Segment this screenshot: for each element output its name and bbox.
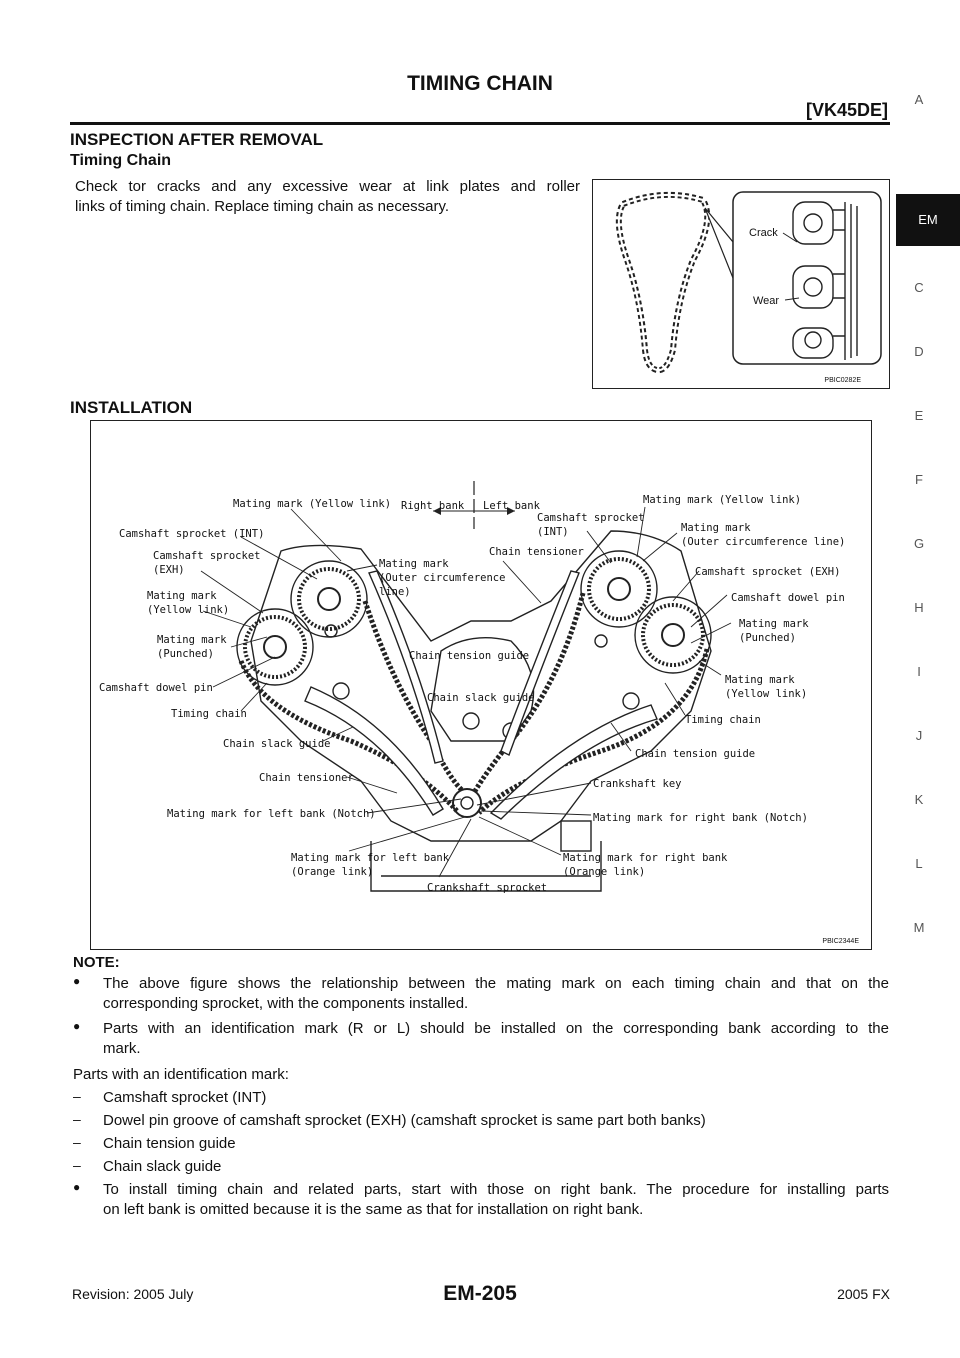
label-left-mm-yellow-2: (Yellow link) — [147, 604, 229, 616]
side-tab-c[interactable]: C — [914, 280, 924, 295]
side-tab-i[interactable]: I — [917, 664, 921, 679]
crack-label: Crack — [749, 227, 778, 239]
footer-revision: Revision: 2005 July — [72, 1286, 194, 1302]
label-left-cam-exh-2: (EXH) — [153, 564, 185, 576]
timing-chain-installation-diagram: Right bank Left bank — [99, 481, 859, 945]
label-left-orange-1: Mating mark for left bank — [291, 852, 450, 864]
label-crank-sprocket: Crankshaft sprocket — [427, 882, 547, 894]
label-right-notch: Mating mark for right bank (Notch) — [593, 812, 808, 824]
part-item-4-text: Chain slack guide — [103, 1158, 222, 1175]
label-right-mm-outer-2: (Outer circumference line) — [681, 536, 845, 548]
note-bullet-2-line2: mark. — [103, 1040, 141, 1057]
side-tab-l[interactable]: L — [915, 856, 923, 871]
part-item-2: – Dowel pin groove of camshaft sprocket … — [73, 1111, 889, 1133]
label-right-cam-exh: Camshaft sprocket (EXH) — [695, 566, 840, 578]
section-heading-inspection: INSPECTION AFTER REMOVAL — [70, 130, 324, 149]
label-left-tensioner: Chain tensioner — [259, 772, 354, 784]
figure2-code: PBIC2344E — [822, 938, 859, 945]
wear-label: Wear — [753, 295, 779, 307]
note-bullet-2-line1: Parts with an identification mark (R or … — [103, 1020, 889, 1037]
final-bullet-line2: on left bank is omitted because it is th… — [103, 1201, 644, 1218]
label-left-mm-punched-1: Mating mark — [157, 634, 227, 646]
section-heading-installation: INSTALLATION — [70, 398, 193, 417]
side-tab-f[interactable]: F — [915, 472, 923, 487]
part-item-4: – Chain slack guide — [73, 1157, 889, 1179]
header-rule — [70, 122, 890, 125]
label-left-timing-chain: Timing chain — [171, 708, 247, 720]
label-left-orange-2: (Orange link) — [291, 866, 373, 878]
label-center-slack-guide: Chain slack guide — [427, 692, 534, 704]
note-bullet-2: ● Parts with an identification mark (R o… — [73, 1019, 889, 1061]
note-bullet-1-line1: The above figure shows the relationship … — [103, 975, 889, 992]
label-right-tension-guide: Chain tension guide — [635, 748, 755, 760]
label-left-slack-guide: Chain slack guide — [223, 738, 330, 750]
side-tab-j[interactable]: J — [915, 728, 923, 743]
left-bank-label: Left bank — [483, 500, 541, 512]
label-right-orange-2: (Orange link) — [563, 866, 645, 878]
label-center-mm-outer-3: line) — [379, 586, 411, 598]
label-left-mm-punched-2: (Punched) — [157, 648, 214, 660]
label-right-dowel: Camshaft dowel pin — [731, 592, 845, 604]
label-right-cam-int-2: (INT) — [537, 526, 569, 538]
side-tab-h[interactable]: H — [914, 600, 924, 615]
timing-chain-illustration: Crack Wear PBIC0282E — [615, 191, 882, 384]
bullet-icon: ● — [73, 974, 81, 988]
side-tab-a[interactable]: A — [914, 92, 924, 107]
label-right-mating-yellow: Mating mark (Yellow link) — [643, 494, 801, 506]
engine-code: [VK45DE] — [805, 100, 888, 120]
side-tab-e[interactable]: E — [914, 408, 924, 423]
part-item-3-text: Chain tension guide — [103, 1135, 236, 1152]
inspection-text-line1: Check tor cracks and any excessive wear … — [75, 178, 580, 195]
label-crank-key: Crankshaft key — [593, 778, 682, 790]
label-left-cam-int: Camshaft sprocket (INT) — [119, 528, 264, 540]
note-bullet-1: ● The above figure shows the relationshi… — [73, 974, 889, 1016]
part-item-1-text: Camshaft sprocket (INT) — [103, 1089, 267, 1106]
label-right-mm-punched-2: (Punched) — [739, 632, 796, 644]
final-bullet: ● To install timing chain and related pa… — [73, 1180, 889, 1222]
label-center-mm-outer-2: (Outer circumference — [379, 572, 505, 584]
part-item-2-text: Dowel pin groove of camshaft sprocket (E… — [103, 1112, 706, 1129]
part-item-1: – Camshaft sprocket (INT) — [73, 1088, 889, 1110]
page-title: TIMING CHAIN — [407, 72, 553, 95]
footer-page-code: EM-205 — [443, 1282, 517, 1305]
installation-figure: Right bank Left bank — [90, 420, 872, 950]
label-left-cam-exh-1: Camshaft sprocket — [153, 550, 260, 562]
side-tab-k[interactable]: K — [914, 792, 924, 807]
label-right-cam-int-1: Camshaft sprocket — [537, 512, 644, 524]
parts-intro: Parts with an identification mark: — [73, 1066, 289, 1083]
dash-icon: – — [73, 1134, 81, 1150]
label-left-mating-yellow: Mating mark (Yellow link) — [233, 498, 391, 510]
label-right-mm-yellow-2: (Yellow link) — [725, 688, 807, 700]
right-bank-label: Right bank — [401, 500, 465, 512]
label-right-mm-yellow-1: Mating mark — [725, 674, 795, 686]
side-tab-g[interactable]: G — [913, 536, 925, 551]
label-left-notch: Mating mark for left bank (Notch) — [167, 808, 376, 820]
label-right-mm-outer-1: Mating mark — [681, 522, 751, 534]
side-tab-em-active[interactable]: EM — [896, 194, 960, 246]
dash-icon: – — [73, 1088, 81, 1104]
figure1-code: PBIC0282E — [824, 377, 861, 384]
note-bullet-1-line2: corresponding sprocket, with the compone… — [103, 995, 469, 1012]
bullet-icon: ● — [73, 1019, 81, 1033]
label-right-mm-punched-1: Mating mark — [739, 618, 809, 630]
label-left-mm-yellow-1: Mating mark — [147, 590, 217, 602]
bullet-icon: ● — [73, 1180, 81, 1194]
label-left-dowel: Camshaft dowel pin — [99, 682, 213, 694]
side-tab-m[interactable]: M — [913, 920, 925, 935]
subheading-timing-chain: Timing Chain — [70, 152, 172, 169]
side-tab-d[interactable]: D — [914, 344, 924, 359]
dash-icon: – — [73, 1111, 81, 1127]
label-center-mm-outer-1: Mating mark — [379, 558, 449, 570]
note-label: NOTE: — [73, 954, 120, 971]
label-center-tension-guide: Chain tension guide — [409, 650, 529, 662]
dash-icon: – — [73, 1157, 81, 1173]
label-right-timing-chain: Timing chain — [685, 714, 761, 726]
label-right-orange-1: Mating mark for right bank — [563, 852, 728, 864]
timing-chain-inspection-figure: Crack Wear PBIC0282E — [592, 179, 890, 389]
footer-model: 2005 FX — [837, 1286, 890, 1302]
inspection-text-line2: links of timing chain. Replace timing ch… — [75, 198, 450, 215]
label-right-tensioner: Chain tensioner — [489, 546, 584, 558]
final-bullet-line1: To install timing chain and related part… — [103, 1181, 889, 1198]
part-item-3: – Chain tension guide — [73, 1134, 889, 1156]
